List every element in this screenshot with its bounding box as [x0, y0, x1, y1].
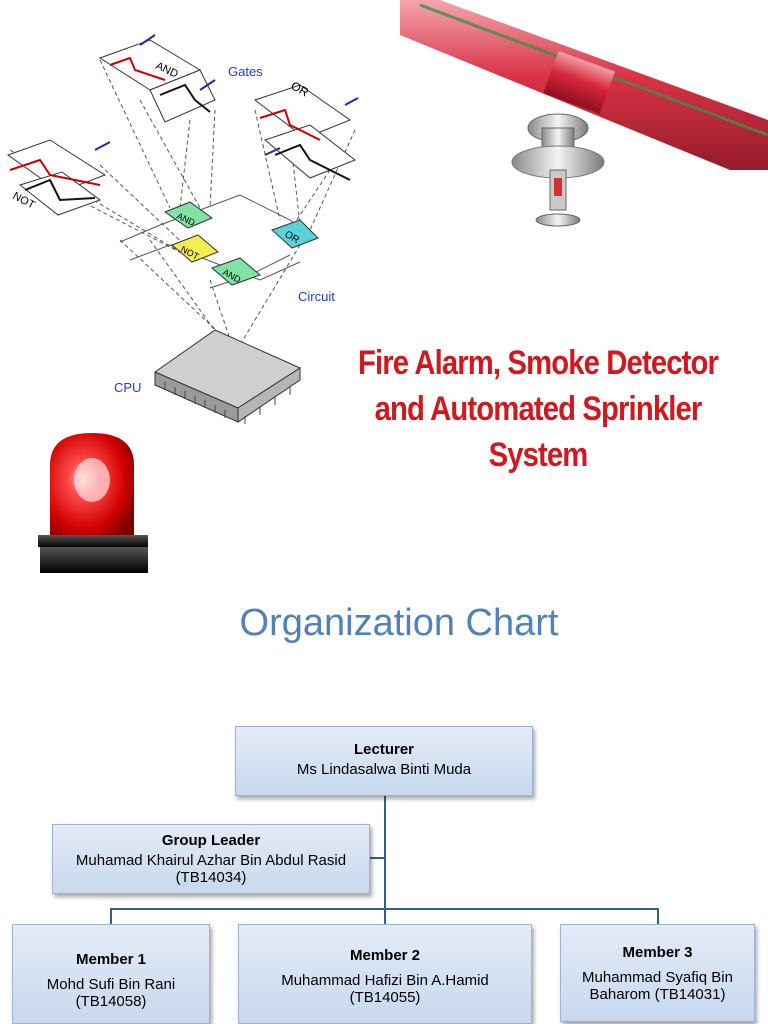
lecturer-name: Ms Lindasalwa Binti Muda: [296, 761, 472, 778]
member-1-box: Member 1 Mohd Sufi Bin Rani (TB14058): [12, 924, 210, 1024]
member-2-id: (TB14055): [349, 989, 421, 1006]
group-leader-role: Group Leader: [161, 832, 261, 849]
member-3-name: Muhammad Syafiq Bin: [582, 969, 733, 986]
member-3-role: Member 3: [622, 944, 693, 961]
title-line-2: and Automated Sprinkler: [374, 390, 703, 428]
title-line-3: System: [488, 436, 589, 474]
member-1-role: Member 1: [75, 951, 147, 968]
document-title: Fire Alarm, Smoke Detector and Automated…: [349, 340, 727, 478]
connector-member2: [384, 908, 386, 924]
connector-member3: [657, 908, 659, 924]
alarm-beacon-illustration: [30, 425, 160, 580]
member-1-id: (TB14058): [75, 993, 147, 1010]
member-2-role: Member 2: [349, 947, 421, 964]
connector-leader: [370, 857, 384, 859]
member-2-name: Muhammad Hafizi Bin A.Hamid: [281, 972, 489, 989]
group-leader-box: Group Leader Muhamad Khairul Azhar Bin A…: [52, 824, 370, 894]
connector-trunk: [384, 796, 386, 910]
member-2-box: Member 2 Muhammad Hafizi Bin A.Hamid (TB…: [238, 924, 532, 1024]
member-1-name: Mohd Sufi Bin Rani: [46, 976, 176, 993]
member-3-id: Baharom (TB14031): [589, 986, 726, 1003]
logic-circuit-diagram: AND OR NOT: [0, 30, 360, 450]
sprinkler-illustration: [400, 0, 768, 240]
circuit-label: Circuit: [298, 289, 335, 304]
red-beacon-image: [38, 433, 148, 573]
cpu-label: CPU: [114, 380, 142, 395]
sprinkler-pipe-image: [400, 0, 768, 227]
lecturer-box: Lecturer Ms Lindasalwa Binti Muda: [235, 726, 533, 796]
connector-member1: [110, 908, 112, 924]
lecturer-role: Lecturer: [353, 741, 415, 758]
member-3-box: Member 3 Muhammad Syafiq Bin Baharom (TB…: [560, 924, 755, 1022]
group-leader-name: Muhamad Khairul Azhar Bin Abdul Rasid: [75, 852, 347, 869]
group-leader-id: (TB14034): [175, 869, 247, 886]
gates-label: Gates: [228, 64, 263, 79]
title-line-1: Fire Alarm, Smoke Detector: [357, 344, 719, 382]
logic-circuit-illustration: AND OR NOT: [6, 34, 359, 424]
org-chart-heading: Organization Chart: [239, 602, 559, 644]
